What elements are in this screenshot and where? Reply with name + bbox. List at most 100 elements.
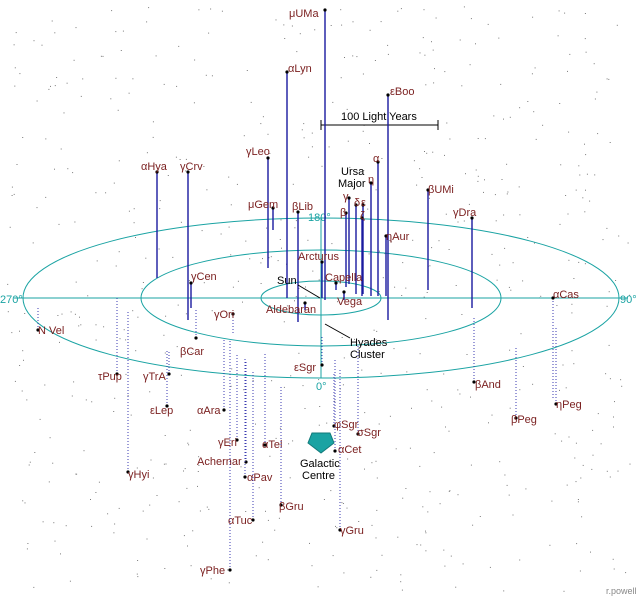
background-star-dot (95, 492, 97, 493)
background-star-dot (11, 186, 13, 188)
background-star-dot (549, 544, 551, 546)
background-star-dot (381, 114, 383, 116)
background-star-dot (501, 179, 503, 180)
background-star-dot (230, 254, 232, 256)
star-marker (266, 156, 270, 160)
background-star-dot (432, 49, 434, 51)
background-star-dot (426, 152, 428, 154)
background-star-dot (302, 385, 304, 387)
background-star-dot (330, 490, 332, 492)
background-star-dot (133, 208, 135, 210)
background-star-dot (405, 488, 407, 489)
background-star-dot (419, 465, 421, 467)
background-star-dot (584, 143, 585, 145)
background-star-dot (250, 101, 252, 103)
background-star-dot (117, 109, 119, 111)
star-label: N Vel (38, 325, 64, 337)
background-star-dot (429, 265, 431, 267)
background-star-dot (135, 237, 136, 238)
background-star-dot (484, 138, 486, 140)
background-star-dot (192, 530, 194, 532)
star-marker (361, 203, 365, 207)
background-star-dot (73, 381, 75, 383)
background-star-dot (462, 563, 464, 565)
background-star-dot (504, 474, 506, 476)
background-star-dot (394, 286, 396, 288)
background-star-dot (270, 256, 272, 258)
background-star-dot (469, 64, 471, 66)
star-marker (376, 160, 380, 164)
background-star-dot (342, 384, 344, 386)
background-star-dot (301, 129, 303, 131)
background-star-dot (592, 429, 594, 431)
background-star-dot (159, 200, 161, 202)
background-star-dot (39, 418, 41, 420)
background-star-dot (629, 463, 631, 465)
background-star-dot (468, 203, 470, 205)
background-star-dot (567, 213, 569, 215)
background-star-dot (559, 389, 560, 391)
background-star-dot (369, 29, 371, 31)
background-star-dot (401, 295, 403, 296)
background-star-dot (103, 326, 105, 328)
background-star-dot (444, 71, 446, 73)
background-star-dot (113, 532, 115, 534)
background-star-dot (59, 341, 60, 343)
background-star-dot (594, 98, 596, 100)
background-star-dot (594, 174, 596, 176)
background-star-dot (303, 137, 305, 139)
background-star-dot (376, 569, 378, 571)
background-star-dot (579, 174, 581, 176)
background-star-dot (164, 435, 166, 436)
background-star-dot (491, 253, 493, 255)
background-star-dot (230, 204, 232, 206)
background-star-dot (288, 443, 290, 445)
background-star-dot (85, 399, 87, 401)
background-star-dot (230, 385, 232, 387)
background-star-dot (409, 447, 411, 449)
background-star-dot (487, 23, 489, 25)
background-star-dot (609, 476, 611, 478)
background-star-dot (342, 503, 344, 504)
background-star-dot (402, 262, 404, 264)
background-star-dot (390, 241, 392, 243)
background-star-dot (71, 395, 73, 397)
background-star-dot (424, 151, 425, 152)
background-star-dot (155, 55, 157, 57)
background-star-dot (614, 401, 615, 403)
background-star-dot (211, 310, 213, 312)
background-star-dot (221, 10, 223, 12)
background-star-dot (433, 82, 435, 84)
background-star-dot (560, 164, 562, 166)
background-star-dot (332, 555, 334, 557)
star-marker (320, 363, 324, 367)
background-star-dot (198, 465, 200, 466)
background-star-dot (132, 78, 134, 80)
background-star-dot (100, 55, 102, 57)
background-star-dot (87, 295, 89, 297)
background-star-dot (376, 477, 378, 479)
background-star-dot (520, 333, 522, 335)
background-star-dot (312, 270, 314, 272)
background-star-dot (299, 33, 301, 35)
background-star-dot (597, 133, 599, 135)
background-star-dot (286, 305, 288, 307)
background-star-dot (132, 310, 134, 312)
background-star-dot (364, 412, 366, 414)
background-star-dot (330, 25, 332, 26)
background-star-dot (232, 286, 234, 288)
background-star-dot (378, 291, 380, 293)
background-star-dot (262, 541, 264, 543)
background-star-dot (522, 366, 524, 367)
background-star-dot (522, 280, 524, 282)
background-star-dot (425, 318, 427, 320)
background-star-dot (61, 313, 63, 315)
background-star-dot (146, 21, 148, 23)
background-star-dot (53, 522, 55, 524)
star-label: αAra (197, 405, 221, 417)
background-star-dot (197, 485, 198, 487)
background-star-dot (187, 545, 188, 547)
background-star-dot (163, 463, 165, 465)
background-star-dot (532, 16, 534, 18)
background-star-dot (498, 37, 500, 39)
